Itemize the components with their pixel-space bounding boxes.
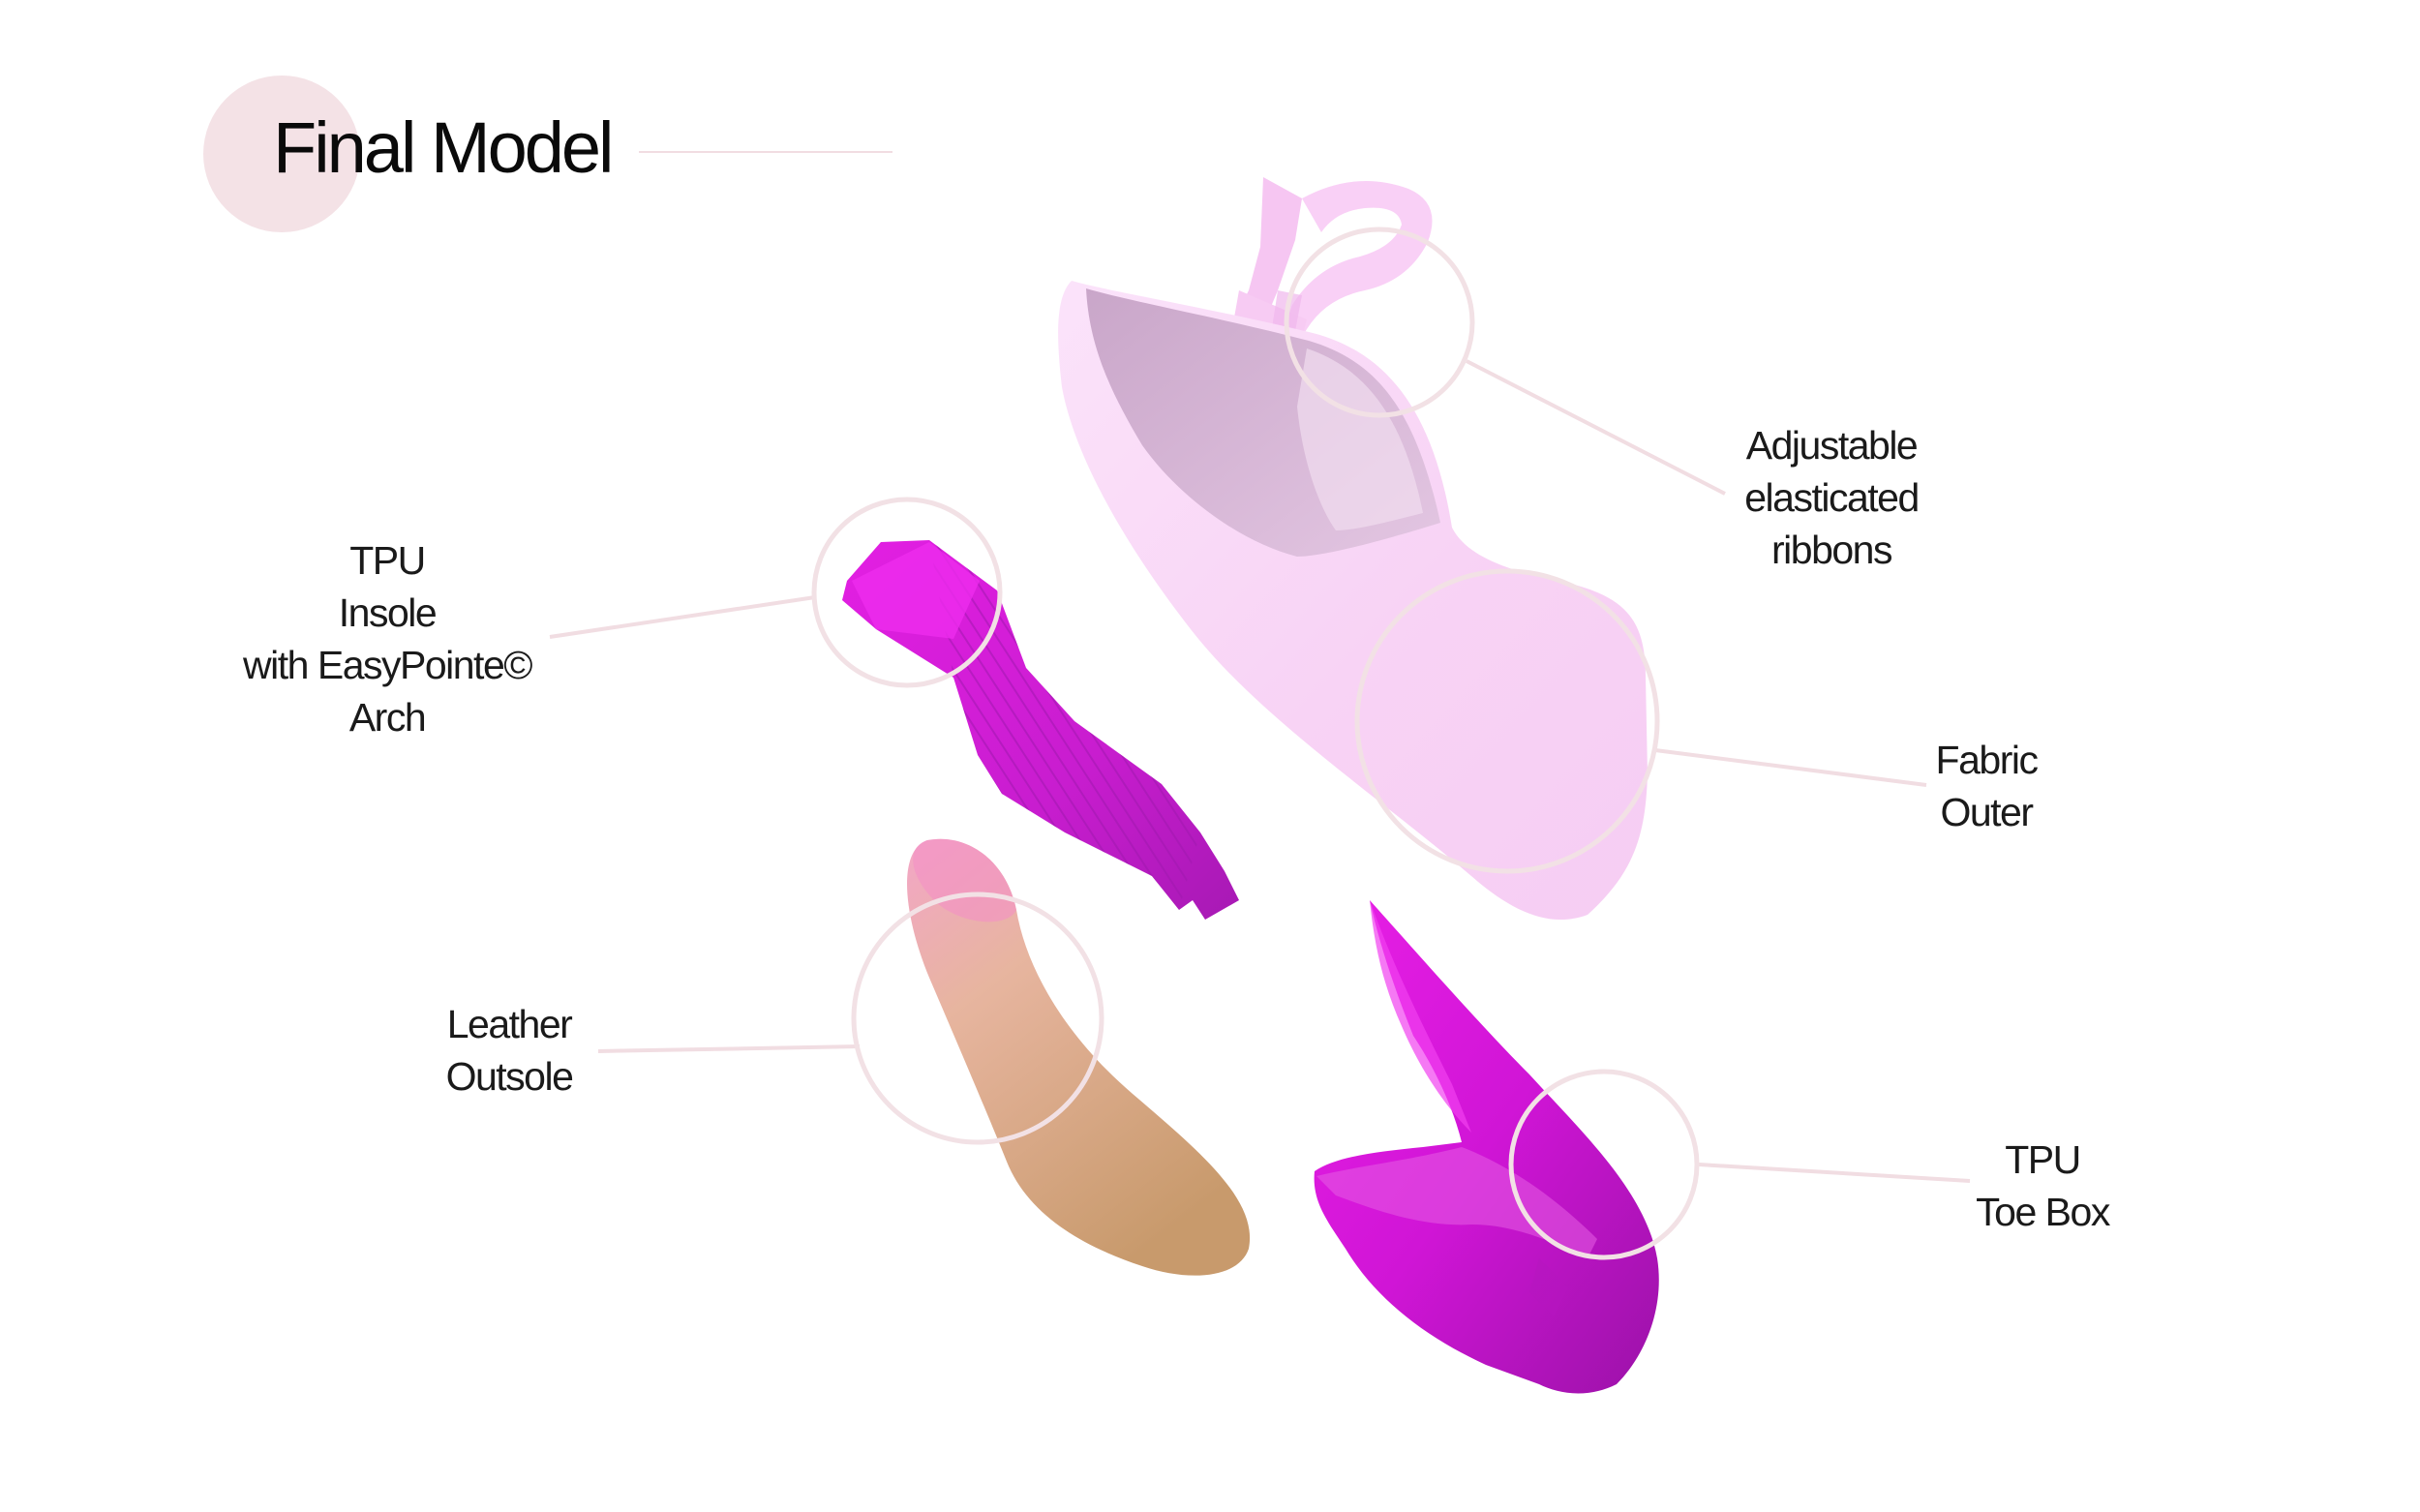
label-line: Fabric (1935, 738, 2039, 782)
label-ribbons: Adjustable elasticated ribbons (1744, 419, 1920, 576)
label-line: Outer (1940, 790, 2034, 834)
callout-circle-ribbons (1284, 227, 1475, 418)
leader-lines (549, 359, 1971, 1183)
label-toebox: TPU Toe Box (1976, 1134, 2110, 1238)
callout-circle-outer (1354, 568, 1660, 874)
label-line: Arch (348, 695, 427, 740)
leader-toebox (1698, 1163, 1971, 1183)
tpu-toe-box-part (1314, 900, 1659, 1394)
fabric-outer-part (1058, 281, 1648, 921)
label-line: Outsole (445, 1054, 574, 1099)
callout-circle-insole (811, 497, 1003, 688)
leader-outer (1654, 748, 1927, 787)
label-outsole: Leather Outsole (445, 998, 574, 1103)
leader-outsole (597, 1044, 861, 1053)
label-line: TPU (2005, 1137, 2081, 1182)
label-insole: TPU Insole with EasyPointe© Arch (243, 534, 532, 743)
tpu-insole-part (842, 540, 1239, 920)
label-outer: Fabric Outer (1935, 734, 2039, 838)
title-rule (639, 151, 892, 153)
title-accent-circle (203, 76, 360, 232)
callout-circle-outsole (851, 892, 1104, 1145)
label-line: elasticated (1744, 475, 1920, 520)
label-line: ribbons (1771, 528, 1892, 572)
page-title: Final Model (273, 107, 615, 188)
callout-circles (811, 227, 1700, 1260)
label-line: with EasyPointe© (243, 643, 532, 687)
label-line: TPU (349, 538, 426, 583)
label-line: Adjustable (1745, 423, 1919, 468)
label-line: Leather (446, 1002, 573, 1046)
label-line: Insole (338, 590, 438, 635)
leader-ribbons (1466, 359, 1726, 496)
leader-insole (549, 595, 816, 639)
callout-circle-toebox (1508, 1069, 1700, 1260)
label-line: Toe Box (1976, 1190, 2110, 1234)
